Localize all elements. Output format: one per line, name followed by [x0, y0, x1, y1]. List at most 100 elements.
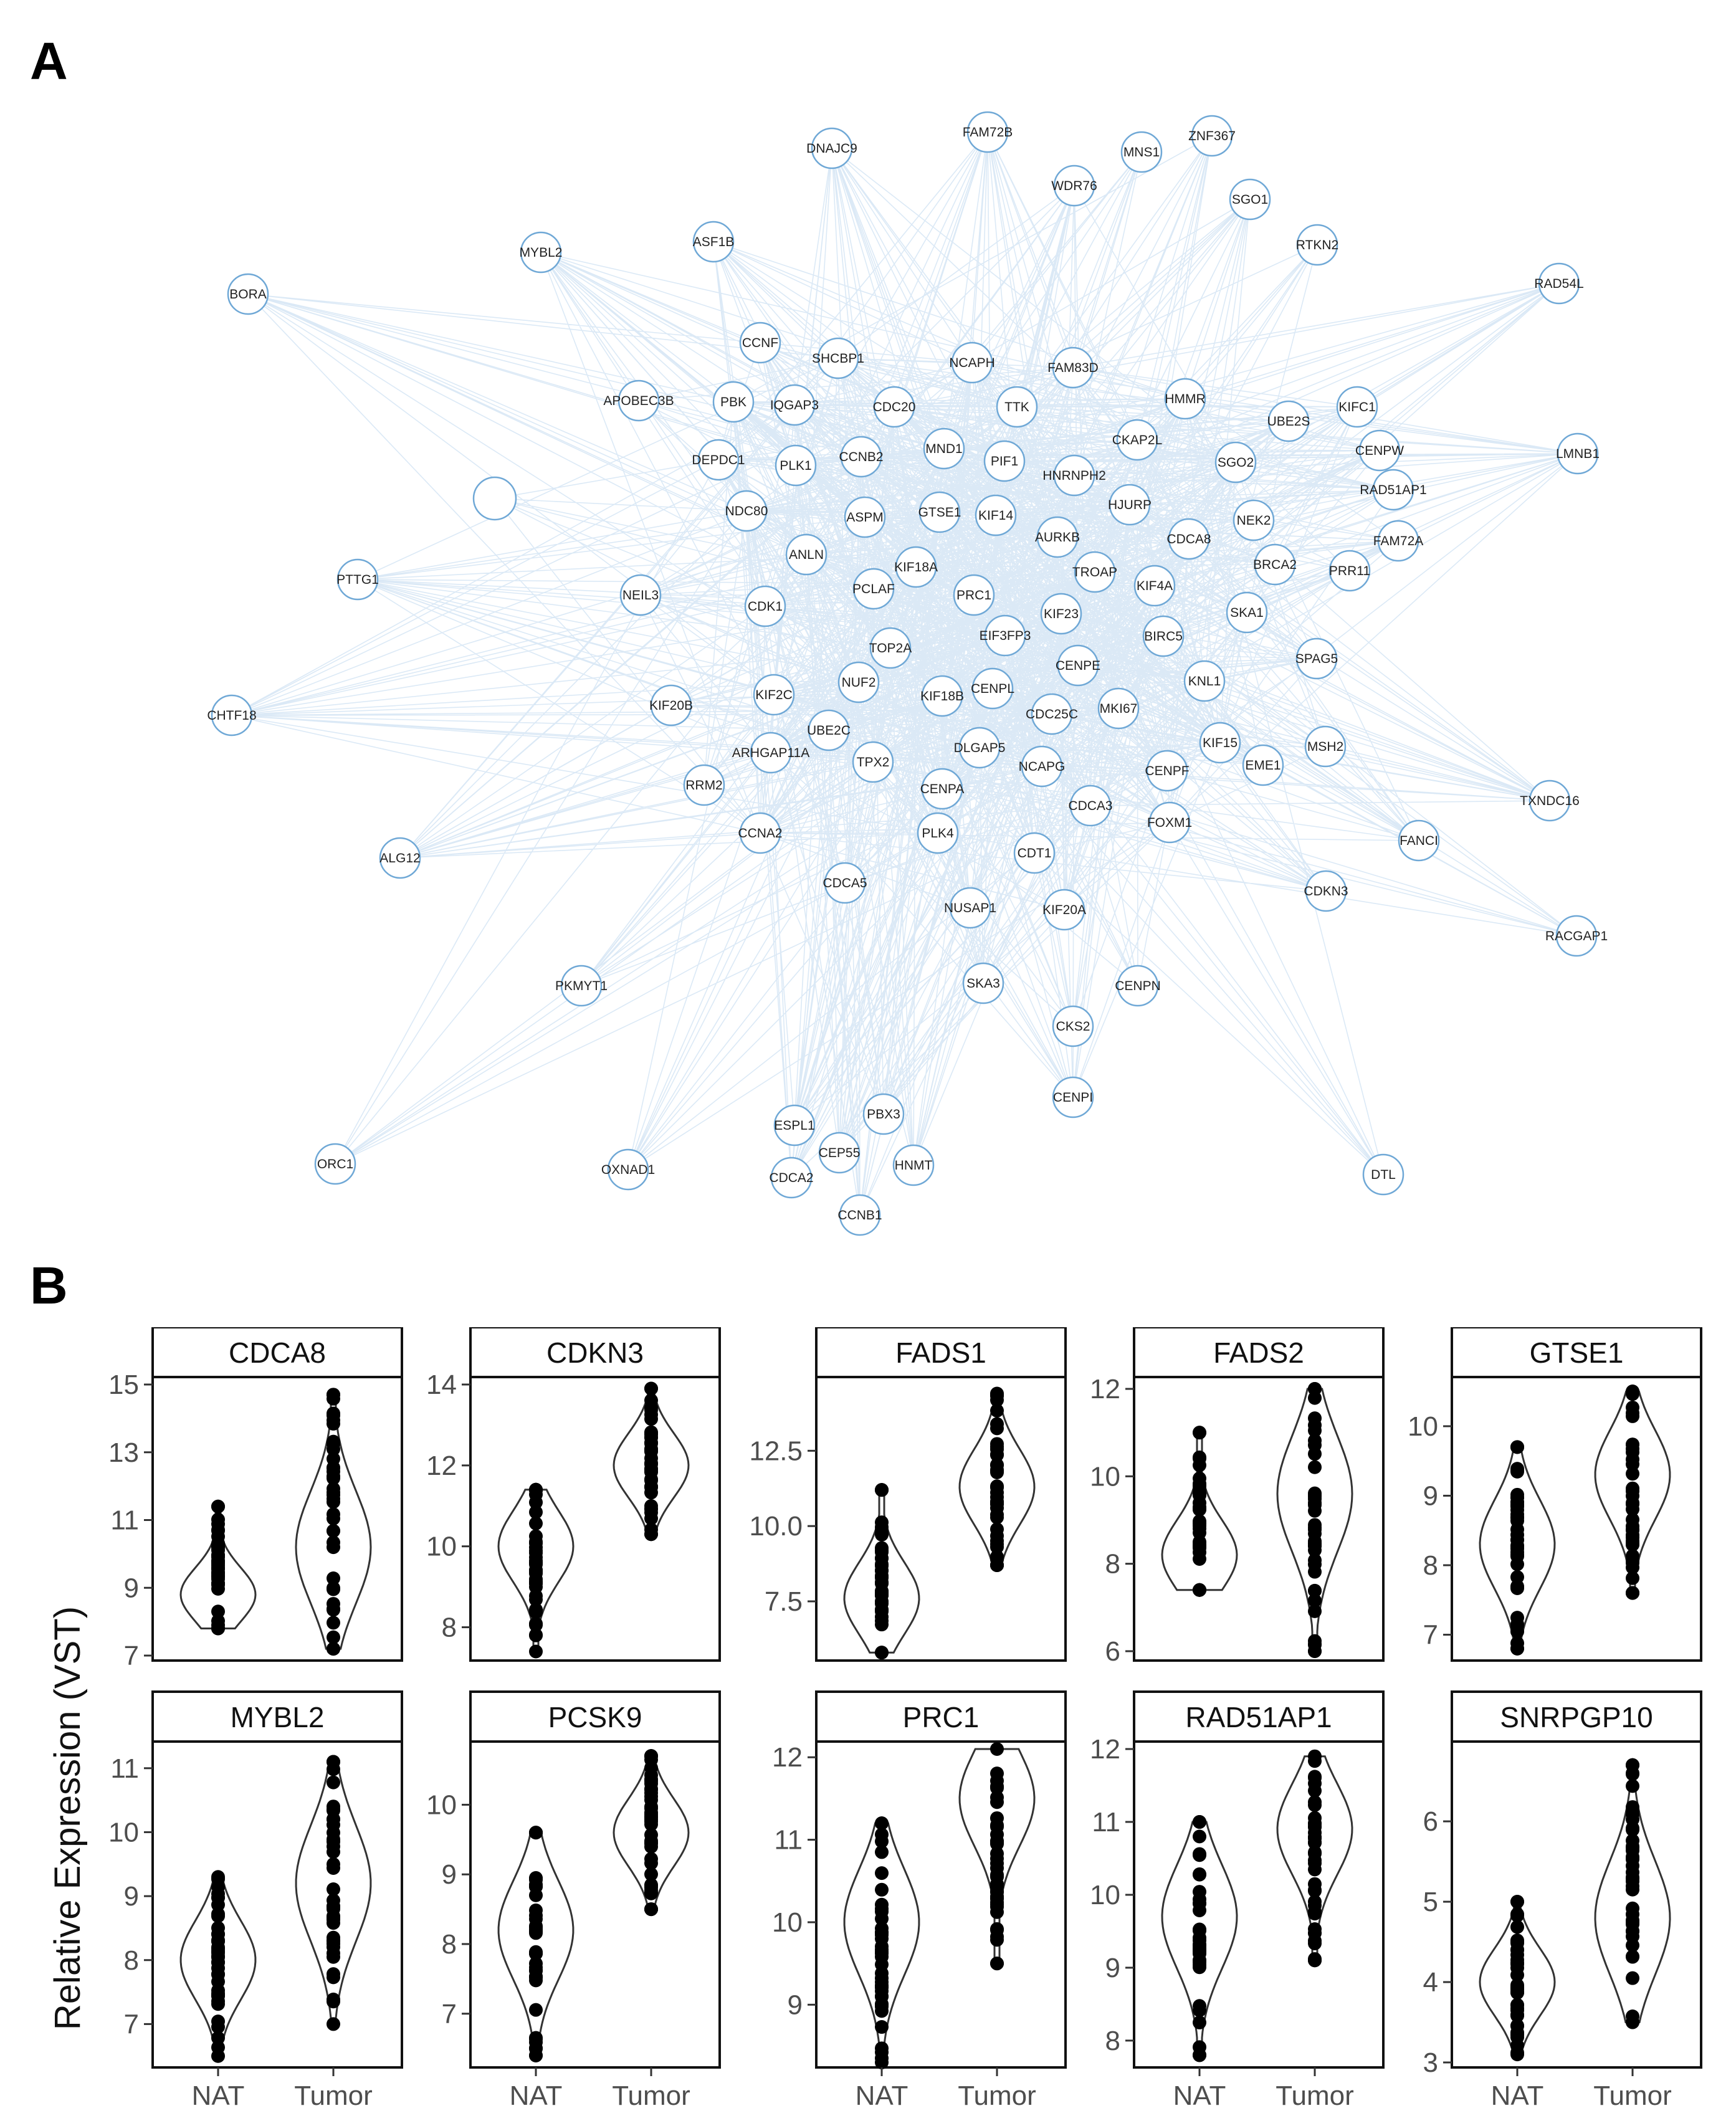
- node-circle: [1116, 419, 1158, 461]
- points-nat: [1193, 1814, 1206, 2062]
- data-point: [529, 2035, 543, 2049]
- network-node: CDCA8: [1166, 518, 1211, 560]
- data-point: [1626, 1535, 1639, 1550]
- y-tick-label: 12: [426, 1451, 457, 1481]
- x-tick-label: Tumor: [612, 2081, 690, 2111]
- y-axis-label: Relative Expression (VST): [47, 1606, 88, 2030]
- network-node: DLGAP5: [954, 727, 1005, 769]
- network-node: MKI67: [1097, 687, 1140, 730]
- facet-strip: [469, 1327, 721, 1378]
- data-point: [529, 1644, 543, 1659]
- points-nat: [1193, 1426, 1206, 1597]
- data-point: [875, 1997, 889, 2011]
- node-label: CEP55: [819, 1146, 861, 1160]
- data-point: [1308, 1604, 1322, 1618]
- data-point: [529, 1543, 543, 1558]
- x-tick-label: NAT: [510, 2081, 563, 2111]
- data-point: [327, 1571, 340, 1586]
- node-label: CDC25C: [1026, 707, 1078, 722]
- data-point: [1308, 1583, 1322, 1598]
- node-circle: [1168, 518, 1210, 560]
- y-tick-label: 12: [772, 1742, 803, 1773]
- node-circle: [725, 490, 768, 532]
- facet-title: CDCA8: [229, 1337, 326, 1369]
- node-label: SGO2: [1218, 455, 1254, 470]
- node-circle: [951, 341, 993, 384]
- network-node: MND1: [923, 427, 965, 470]
- data-point: [327, 1413, 340, 1428]
- x-tick-label: Tumor: [1276, 2081, 1354, 2111]
- network-node: CKAP2L: [1112, 419, 1162, 461]
- node-circle: [619, 574, 662, 616]
- data-point: [1308, 1593, 1322, 1608]
- node-circle: [1229, 178, 1271, 221]
- points-tumor: [990, 1386, 1004, 1572]
- data-point: [327, 1437, 340, 1451]
- network-node: SKA1: [1226, 591, 1268, 634]
- data-point: [1510, 1503, 1524, 1517]
- points-tumor: [327, 1755, 340, 2031]
- y-tick-label: 5: [1423, 1887, 1438, 1917]
- data-point: [327, 1596, 340, 1611]
- data-point: [529, 1871, 543, 1885]
- node-circle: [1069, 784, 1112, 827]
- node-circle: [840, 436, 882, 478]
- data-point: [1626, 1556, 1639, 1570]
- data-point: [1626, 1586, 1639, 1600]
- data-point: [644, 1381, 658, 1396]
- points-nat: [211, 1870, 225, 2063]
- data-point: [327, 1946, 340, 1960]
- data-point: [1308, 1884, 1322, 1898]
- network-node: RRM2: [683, 764, 725, 806]
- points-tumor: [1626, 1385, 1639, 1600]
- node-circle: [917, 812, 959, 854]
- node-label: NEIL3: [622, 588, 659, 603]
- data-point: [529, 1618, 543, 1632]
- node-label: GTSE1: [918, 505, 961, 520]
- y-tick-label: 10: [426, 1790, 457, 1820]
- node-label: EME1: [1245, 758, 1281, 773]
- data-point: [990, 1457, 1004, 1472]
- node-label: TPX2: [857, 755, 890, 770]
- data-point: [529, 1505, 543, 1519]
- data-point: [875, 1866, 889, 1881]
- node-label: CDCA5: [823, 876, 867, 890]
- network-node: FOXM1: [1147, 801, 1192, 844]
- data-point: [1193, 2048, 1206, 2062]
- data-point: [875, 1646, 889, 1660]
- network-edges: [231, 131, 1578, 1216]
- node-label: PRC1: [956, 588, 991, 603]
- points-tumor: [1308, 1749, 1322, 1968]
- network-node: KIF15: [1199, 722, 1241, 764]
- node-circle: [1013, 832, 1056, 874]
- node-circle: [949, 887, 991, 929]
- node-circle: [1304, 725, 1347, 768]
- node-circle: [811, 127, 853, 169]
- data-point: [1308, 1895, 1322, 1909]
- node-label: CDCA8: [1166, 532, 1211, 546]
- node-circle: [983, 440, 1026, 482]
- network-node: TROAP: [1072, 551, 1117, 593]
- data-point: [1308, 1862, 1322, 1877]
- y-tick-label: 10: [772, 1907, 803, 1938]
- data-point: [1626, 1467, 1639, 1481]
- network-node: CEP55: [819, 1132, 861, 1174]
- y-tick-label: 9: [124, 1881, 139, 1912]
- network-node: BORA: [227, 273, 269, 315]
- network-node: BRCA2: [1253, 543, 1297, 586]
- data-point: [529, 1565, 543, 1580]
- network-node: HNMT: [892, 1144, 935, 1186]
- node-circle: [739, 322, 781, 364]
- node-circle: [1233, 499, 1275, 541]
- data-point: [1510, 1570, 1524, 1585]
- node-circle: [1097, 687, 1140, 730]
- network-node: PBX3: [862, 1093, 905, 1135]
- node-label: CENPA: [920, 782, 965, 796]
- node-label: PKMYT1: [555, 979, 608, 993]
- data-point: [1308, 1520, 1322, 1535]
- data-point: [1626, 1901, 1639, 1915]
- data-point: [990, 1880, 1004, 1894]
